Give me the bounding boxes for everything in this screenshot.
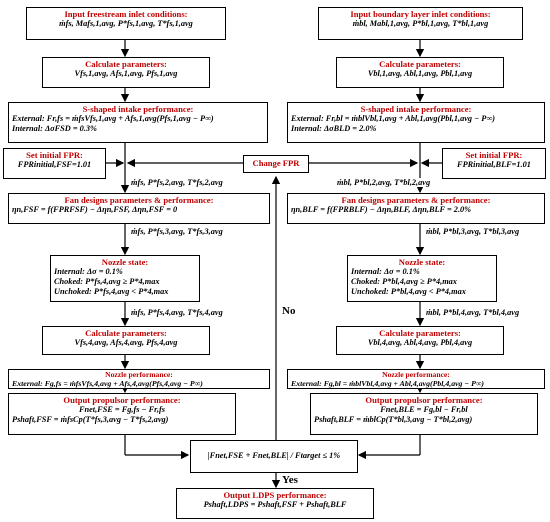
left-output-box: Output propulsor performance: Fnet,FSE =…	[8, 393, 236, 435]
left-fan-title: Fan designs parameters & performance:	[64, 195, 214, 205]
right-nperf-eq: External: Fg,bl = ṁblVbl,4,avg + Abl,4,a…	[291, 379, 484, 388]
left-nozzle-internal: Internal: Δσ = 0.1%	[54, 267, 123, 276]
left-output-eq1: Fnet,FSE = Fg,fs − Fr,fs	[78, 405, 166, 414]
left-flow4-label: ṁfs, P*fs,4,avg, T*fs,4,avg	[130, 308, 224, 317]
right-fan-title: Fan designs parameters & performance:	[341, 195, 491, 205]
left-nozzle-box: Nozzle state: Internal: Δσ = 0.1% Choked…	[50, 255, 200, 302]
condition-eq: |Fnet,FSE + Fnet,BLE| / Ftarget ≤ 1%	[207, 451, 341, 460]
yes-label: Yes	[281, 474, 299, 486]
final-output-box: Output LDPS performance: Pshaft,LDPS = P…	[176, 488, 374, 519]
right-output-title: Output propulsor performance:	[365, 395, 483, 405]
right-nozzle-unchoked: Unchoked: P*bl,4,avg < P*4,max	[351, 287, 466, 296]
left-fpr-box: Set initial FPR: FPRinitial,FSF=1.01	[3, 148, 106, 179]
right-nozzle-box: Nozzle state: Internal: Δσ = 0.1% Choked…	[347, 255, 497, 302]
right-calc2-title: Calculate parameters:	[379, 328, 461, 338]
right-inlet-box: Input boundary layer inlet conditions: ṁ…	[318, 7, 523, 40]
right-nperf-title: Nozzle performance:	[382, 370, 450, 379]
right-output-eq2: Pshaft,BLF = ṁblCp(T*bl,3,avg − T*bl,2,a…	[314, 415, 473, 424]
left-nperf-box: Nozzle performance: External: Fg,fs = ṁf…	[8, 369, 270, 389]
right-inlet-title: Input boundary layer inlet conditions:	[350, 9, 491, 19]
left-output-title: Output propulsor performance:	[63, 395, 181, 405]
right-nozzle-internal: Internal: Δσ = 0.1%	[351, 267, 420, 276]
right-calc1-title: Calculate parameters:	[379, 59, 461, 69]
left-nozzle-title: Nozzle state:	[101, 257, 149, 267]
condition-box: |Fnet,FSE + Fnet,BLE| / Ftarget ≤ 1%	[190, 440, 358, 473]
left-inlet-title: Input freestream inlet conditions:	[64, 9, 188, 19]
right-flow3-label: ṁbl, P*bl,3,avg, T*bl,3,avg	[425, 227, 521, 236]
left-intake-external: External: Fr,fs = ṁfsVfs,1,avg + Afs,1,a…	[12, 114, 214, 123]
change-fpr-box: Change FPR	[243, 155, 309, 173]
final-output-title: Output LDPS performance:	[223, 490, 327, 500]
left-nozzle-choked: Choked: P*fs,4,avg ≥ P*4,max	[54, 277, 160, 286]
left-calc1-eq: Vfs,1,avg, Afs,1,avg, Pfs,1,avg	[74, 69, 178, 78]
left-fan-eq: ηn,FSF = f(FPRFSF) − Δηn,FSF, Δηn,FSF = …	[12, 205, 178, 214]
right-output-box: Output propulsor performance: Fnet,BLE =…	[310, 393, 538, 435]
left-inlet-eq: ṁfs, Mafs,1,avg, P*fs,1,avg, T*fs,1,avg	[59, 19, 193, 28]
right-inlet-eq: ṁbl, Mabl,1,avg, P*bl,1,avg, T*bl,1,avg	[352, 19, 489, 28]
right-calc2-box: Calculate parameters: Vbl,4,avg, Abl,4,a…	[336, 326, 504, 355]
left-calc2-title: Calculate parameters:	[85, 328, 167, 338]
change-fpr-label: Change FPR	[252, 158, 300, 168]
right-nozzle-title: Nozzle state:	[398, 257, 446, 267]
left-inlet-box: Input freestream inlet conditions: ṁfs, …	[26, 7, 226, 40]
left-calc1-box: Calculate parameters: Vfs,1,avg, Afs,1,a…	[42, 57, 210, 88]
left-fpr-title: Set initial FPR:	[26, 150, 83, 160]
right-calc1-box: Calculate parameters: Vbl,1,avg, Abl,1,a…	[336, 57, 504, 88]
right-output-eq1: Fnet,BLE = Fg,bl − Fr,bl	[380, 405, 468, 414]
right-intake-box: S-shaped intake performance: External: F…	[287, 102, 545, 143]
right-fan-eq: ηn,BLF = f(FPRBLF) − Δηn,BLF, Δηn,BLF = …	[291, 205, 472, 214]
left-intake-internal: Internal: ΔσFSD = 0.3%	[12, 124, 97, 133]
right-intake-internal: Internal: ΔσBLD = 2.0%	[291, 124, 377, 133]
left-calc2-eq: Vfs,4,avg, Afs,4,avg, Pfs,4,avg	[74, 338, 178, 347]
left-flow3-label: ṁfs, P*fs,3,avg, T*fs,3,avg	[130, 227, 224, 236]
left-flow2-label: ṁfs, P*fs,2,avg, T*fs,2,avg	[130, 178, 224, 187]
right-nozzle-choked: Choked: P*bl,4,avg ≥ P*4,max	[351, 277, 457, 286]
right-fpr-box: Set initial FPR: FPRinitial,BLF=1.01	[442, 148, 546, 179]
left-intake-box: S-shaped intake performance: External: F…	[8, 102, 268, 143]
right-intake-external: External: Fr,bl = ṁblVbl,1,avg + Abl,1,a…	[291, 114, 495, 123]
right-nperf-box: Nozzle performance: External: Fg,bl = ṁb…	[287, 369, 545, 389]
right-flow2-label: ṁbl, P*bl,2,avg, T*bl,2,avg	[336, 178, 432, 187]
right-fpr-eq: FPRinitial,BLF=1.01	[457, 160, 531, 169]
left-intake-title: S-shaped intake performance:	[82, 104, 194, 114]
left-fan-box: Fan designs parameters & performance: ηn…	[8, 193, 270, 224]
right-intake-title: S-shaped intake performance:	[360, 104, 472, 114]
left-calc1-title: Calculate parameters:	[85, 59, 167, 69]
left-nperf-eq: External: Fg,fs = ṁfsVfs,4,avg + Afs,4,a…	[12, 379, 203, 388]
final-output-eq: Pshaft,LDPS = Pshaft,FSF + Pshaft,BLF	[203, 500, 347, 509]
right-calc1-eq: Vbl,1,avg, Abl,1,avg, Pbl,1,avg	[367, 69, 473, 78]
left-nozzle-unchoked: Unchoked: P*fs,4,avg < P*4,max	[54, 287, 169, 296]
left-calc2-box: Calculate parameters: Vfs,4,avg, Afs,4,a…	[42, 326, 210, 355]
left-nperf-title: Nozzle performance:	[105, 370, 173, 379]
left-output-eq2: Pshaft,FSF = ṁfsCp(T*fs,3,avg − T*fs,2,a…	[12, 415, 169, 424]
right-fpr-title: Set initial FPR:	[465, 150, 523, 160]
right-calc2-eq: Vbl,4,avg, Abl,4,avg, Pbl,4,avg	[367, 338, 473, 347]
left-fpr-eq: FPRinitial,FSF=1.01	[17, 160, 92, 169]
right-flow4-label: ṁbl, P*bl,4,avg, T*bl,4,avg	[425, 308, 521, 317]
right-fan-box: Fan designs parameters & performance: ηn…	[287, 193, 545, 224]
no-label: No	[281, 305, 297, 317]
